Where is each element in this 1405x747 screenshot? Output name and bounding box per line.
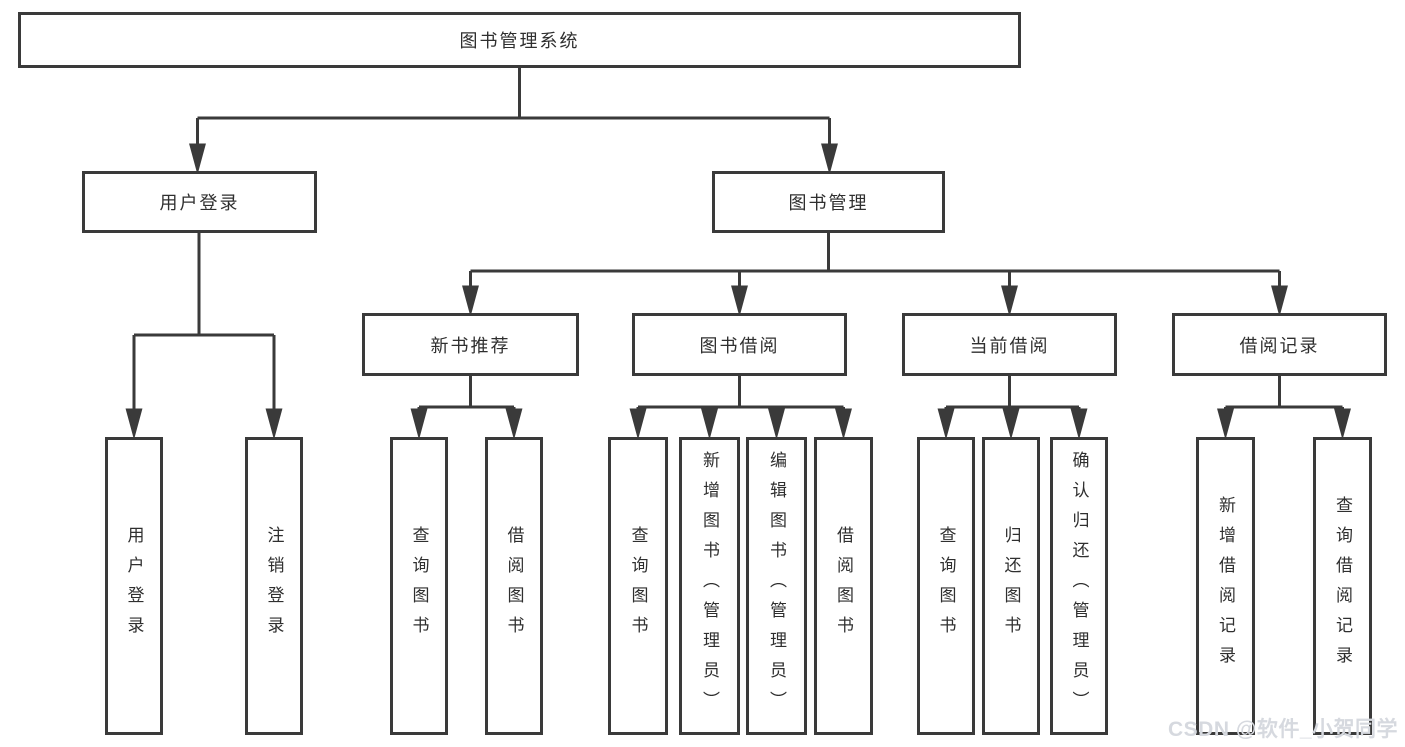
leaf-label: 借阅图书 <box>834 526 853 646</box>
leaf-label: 确认归还（管理员） <box>1069 451 1089 721</box>
arrowhead <box>1002 408 1020 440</box>
node-root-label: 图书管理系统 <box>459 31 580 51</box>
leaf-logout: 注销登录 <box>245 437 303 735</box>
arrowhead <box>462 285 479 317</box>
arrowhead <box>265 408 283 440</box>
leaf-label: 新增借阅记录 <box>1216 496 1235 676</box>
connector-root-to-level1 <box>196 68 831 147</box>
arrowhead <box>1001 285 1018 317</box>
node-label: 借阅记录 <box>1239 335 1320 356</box>
node-label: 用户登录 <box>159 193 240 213</box>
arrowhead <box>505 408 523 440</box>
leaf-return-books: 归还图书 <box>982 437 1040 735</box>
leaf-label: 注销登录 <box>264 526 284 646</box>
leaf-label: 用户登录 <box>124 526 144 646</box>
arrowhead <box>937 408 955 440</box>
arrowhead <box>701 408 718 440</box>
connector-book-management-branch <box>469 233 1281 289</box>
leaf-label: 归还图书 <box>1001 526 1021 646</box>
connector-borrow-record-branch <box>1224 376 1344 412</box>
leaf-label: 查询借阅记录 <box>1333 496 1352 676</box>
node-root-system: 图书管理系统 <box>18 12 1021 68</box>
leaf-query-borrow-record: 查询借阅记录 <box>1313 437 1372 735</box>
node-label: 新书推荐 <box>430 335 511 356</box>
leaf-query-books: 查询图书 <box>608 437 668 735</box>
arrowhead <box>125 408 143 440</box>
connector-user-login-branch <box>132 233 276 412</box>
leaf-edit-books-admin: 编辑图书（管理员） <box>746 437 807 735</box>
leaf-label: 借阅图书 <box>504 526 524 646</box>
leaf-confirm-return-admin: 确认归还（管理员） <box>1050 437 1108 735</box>
connector-new-book-branch <box>417 376 516 412</box>
node-borrow-record: 借阅记录 <box>1172 313 1387 376</box>
leaf-label: 编辑图书（管理员） <box>767 451 786 721</box>
arrowhead <box>835 408 852 440</box>
leaf-query-books: 查询图书 <box>390 437 448 735</box>
arrowhead <box>731 285 748 317</box>
arrowhead <box>629 408 647 440</box>
node-label: 图书管理 <box>788 193 869 213</box>
leaf-borrow-books: 借阅图书 <box>814 437 873 735</box>
arrowhead <box>1271 285 1288 317</box>
leaf-label: 新增图书（管理员） <box>700 451 719 721</box>
leaf-add-borrow-record: 新增借阅记录 <box>1196 437 1255 735</box>
connector-current-borrow-branch <box>944 376 1081 412</box>
node-label: 当前借阅 <box>969 335 1050 356</box>
node-label: 图书借阅 <box>699 335 780 356</box>
leaf-label: 查询图书 <box>628 526 648 646</box>
arrowhead <box>189 143 206 175</box>
arrowhead <box>1217 408 1234 440</box>
arrowhead <box>1070 408 1088 440</box>
node-user-login: 用户登录 <box>82 171 317 233</box>
arrowhead <box>768 408 785 440</box>
node-current-borrow: 当前借阅 <box>902 313 1117 376</box>
node-book-borrow: 图书借阅 <box>632 313 847 376</box>
arrowhead <box>1334 408 1351 440</box>
connector-book-borrow-branch <box>636 376 845 412</box>
leaf-query-books: 查询图书 <box>917 437 975 735</box>
leaf-user-login: 用户登录 <box>105 437 163 735</box>
leaf-add-books-admin: 新增图书（管理员） <box>679 437 740 735</box>
arrowhead <box>821 143 838 175</box>
node-book-management: 图书管理 <box>712 171 945 233</box>
leaf-label: 查询图书 <box>936 526 956 646</box>
leaf-borrow-books: 借阅图书 <box>485 437 543 735</box>
csdn-watermark: CSDN @软件_小贺同学 <box>1168 718 1398 741</box>
node-new-book-recommend: 新书推荐 <box>362 313 579 376</box>
leaf-label: 查询图书 <box>409 526 429 646</box>
arrowhead <box>410 408 428 440</box>
